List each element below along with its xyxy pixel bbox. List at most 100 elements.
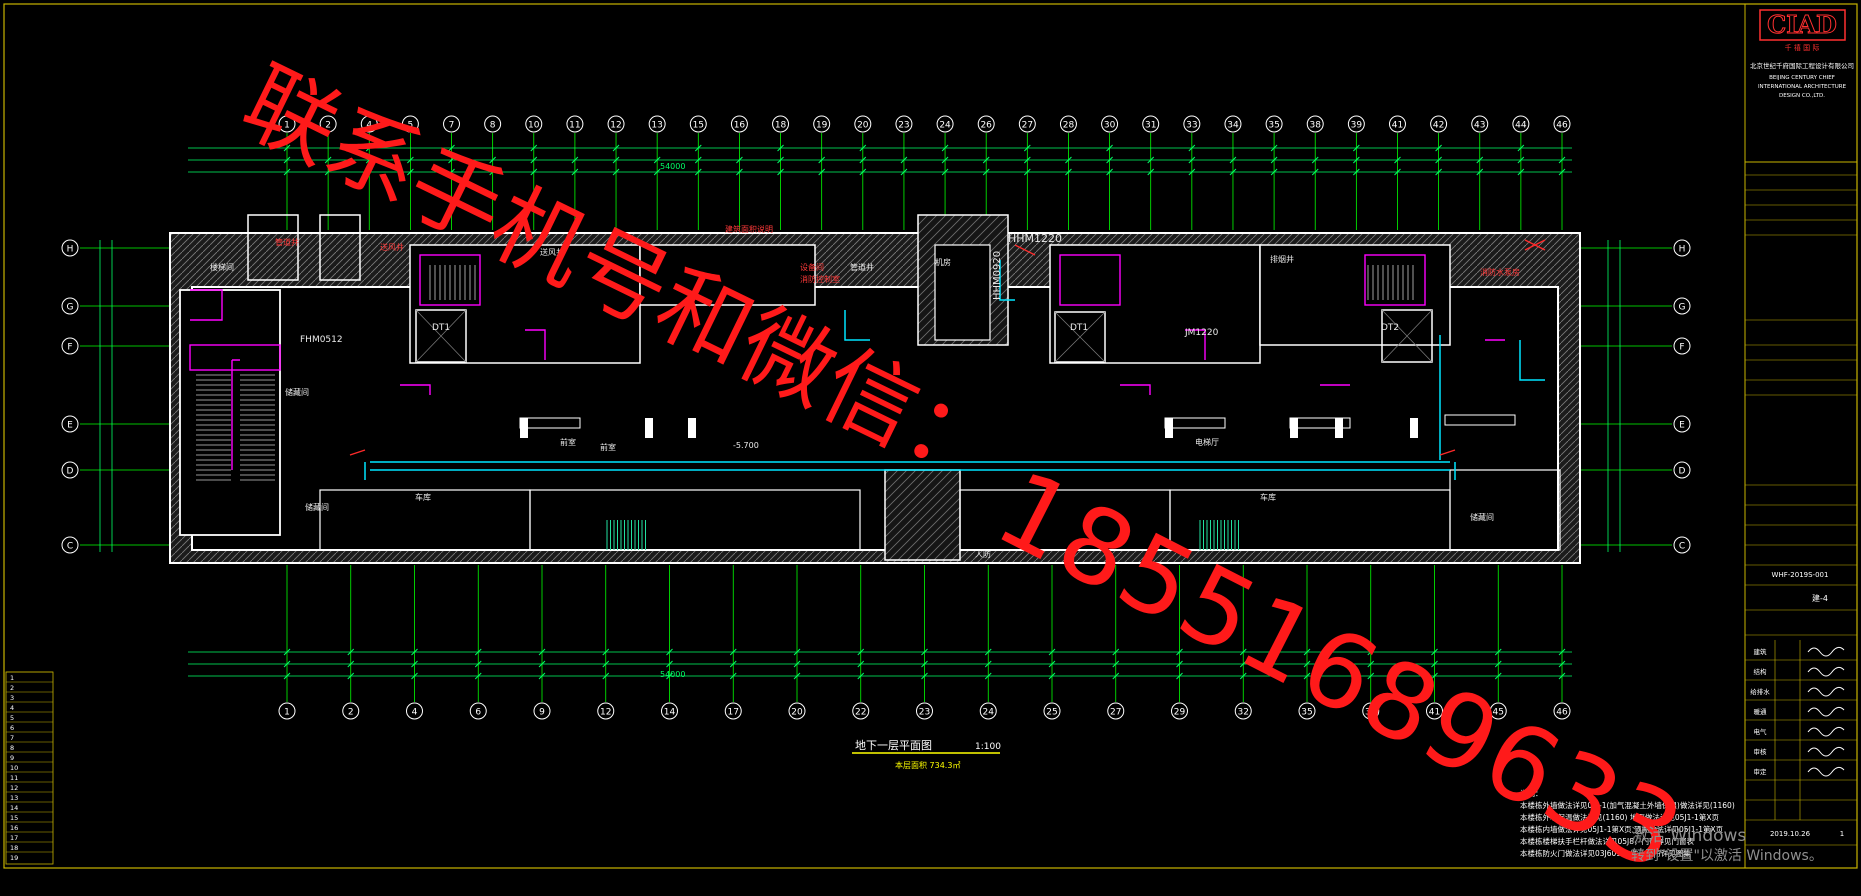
dim-tick <box>1147 156 1155 164</box>
axis-top-15-label: 15 <box>693 121 704 131</box>
note-4: 本楼栋楼梯扶手栏杆做法详见05J8，门窗详见门窗表 <box>1520 836 1695 846</box>
signature-scribble <box>1807 726 1845 737</box>
dim-tick <box>448 156 455 164</box>
axis-bottom-46-label: 46 <box>1556 708 1568 718</box>
room-stair: 楼梯间 <box>210 262 234 272</box>
dim-tick <box>900 156 908 164</box>
dim-tick <box>283 672 291 680</box>
axis-bottom-27-label: 27 <box>1110 708 1121 718</box>
area-note: 本层面积 734.3㎡ <box>895 760 960 770</box>
axis-bottom-32-bubble <box>1234 702 1252 720</box>
axis-top-46-bubble <box>1553 115 1571 133</box>
dim-tick <box>793 672 801 680</box>
axis-bottom-27-bubble <box>1107 702 1125 720</box>
axis-top-1-label: 1 <box>284 121 290 131</box>
axis-left-D-label: D <box>67 467 74 477</box>
dim-tick <box>1270 168 1278 176</box>
dim-tick <box>857 648 865 656</box>
sheet-number: 1 <box>1840 830 1844 838</box>
dim-tick <box>1176 672 1183 680</box>
axis-bottom-17-label: 17 <box>728 708 739 718</box>
dim-tick <box>448 144 455 152</box>
room-machine: 机房 <box>935 257 951 267</box>
axis-bottom-14-bubble <box>661 702 678 720</box>
issue-date: 2019.10.26 <box>1770 830 1811 838</box>
axis-top-5-label: 5 <box>408 121 414 131</box>
axis-top-4-label: 4 <box>366 121 372 131</box>
dim-tick <box>921 660 928 668</box>
door-label-fhm0512: FHM0512 <box>300 335 343 345</box>
axis-bottom-17-bubble <box>724 702 742 720</box>
axis-bottom-20-label: 20 <box>791 708 803 718</box>
axis-right-F-bubble <box>1673 337 1691 355</box>
signature-role-1: 结构 <box>1754 667 1768 676</box>
axis-top-42-bubble <box>1430 115 1448 133</box>
dim-tick <box>1239 672 1247 680</box>
dim-tick <box>1431 648 1438 656</box>
axis-top-39-bubble <box>1347 115 1365 133</box>
axis-bottom-24-label: 24 <box>983 708 995 718</box>
legend-row-16: 16 <box>10 824 18 832</box>
axis-top-44-bubble <box>1512 115 1530 133</box>
dim-tick <box>984 648 992 656</box>
dim-tick <box>1353 144 1360 152</box>
dim-tick <box>530 144 538 152</box>
dim-tick <box>1435 156 1442 164</box>
axis-top-7-label: 7 <box>449 121 455 131</box>
svg-text:建筑面积说明: 建筑面积说明 <box>725 224 773 234</box>
axis-top-13-label: 13 <box>651 121 662 131</box>
dim-tick <box>1229 156 1237 164</box>
dim-tick <box>612 168 620 176</box>
axis-top-41-label: 41 <box>1392 121 1403 131</box>
dim-tick <box>324 168 332 176</box>
svg-text:储藏间: 储藏间 <box>305 502 329 512</box>
dim-tick <box>1494 672 1502 680</box>
company-logo: CIAD <box>1767 10 1837 39</box>
legend-row-13: 13 <box>10 794 18 802</box>
dim-tick <box>530 168 538 176</box>
dim-tick <box>859 144 867 152</box>
dim-tick <box>1112 660 1120 668</box>
dim-tick <box>1229 168 1237 176</box>
dim-tick <box>1023 144 1031 152</box>
axis-top-34-bubble <box>1224 115 1242 133</box>
dim-tick <box>984 672 992 680</box>
dim-tick <box>1558 168 1566 176</box>
room-anteroom: 前室 <box>560 437 576 447</box>
company-logo-sub: 千 禧 国 际 <box>1785 43 1820 52</box>
dim-tick <box>1353 156 1360 164</box>
axis-top-42-label: 42 <box>1433 121 1444 131</box>
dim-tick <box>1112 672 1120 680</box>
legend-row-7: 7 <box>10 734 14 742</box>
axis-top-27-bubble <box>1018 115 1036 133</box>
axis-bottom-23-bubble <box>916 702 933 720</box>
dim-tick <box>921 672 928 680</box>
axis-top-44-label: 44 <box>1515 121 1527 131</box>
magenta-stairs <box>189 254 1505 470</box>
axis-bottom-9-bubble <box>533 702 551 720</box>
axis-bottom-4-label: 4 <box>412 708 418 718</box>
axis-right-C-label: C <box>1679 542 1685 552</box>
axis-top-26-label: 26 <box>980 121 992 131</box>
axis-right-D-bubble <box>1673 461 1691 479</box>
title-block-frame <box>1744 3 1858 869</box>
svg-text:DT1: DT1 <box>1070 323 1088 333</box>
company-name-cn: 北京世纪千府国际工程设计有限公司 <box>1750 61 1854 70</box>
dim-tick <box>1048 660 1056 668</box>
axis-right-G-label: G <box>1679 303 1686 313</box>
axis-top-19-bubble <box>813 115 831 133</box>
dim-tick <box>602 660 610 668</box>
dim-tick <box>736 168 743 176</box>
dim-tick <box>653 168 661 176</box>
axis-top-43-bubble <box>1471 115 1489 133</box>
dim-tick <box>1311 156 1319 164</box>
dim-tick <box>283 144 291 152</box>
legend-row-11: 11 <box>10 774 18 782</box>
dim-tick <box>1270 144 1278 152</box>
axis-right-E-label: E <box>1679 421 1685 431</box>
note-2: 本楼栋外墙保温做法详见(1160) 地面做法详见05J1-1第X页 <box>1520 812 1719 822</box>
dim-tick <box>941 156 949 164</box>
dim-tick <box>1147 168 1155 176</box>
